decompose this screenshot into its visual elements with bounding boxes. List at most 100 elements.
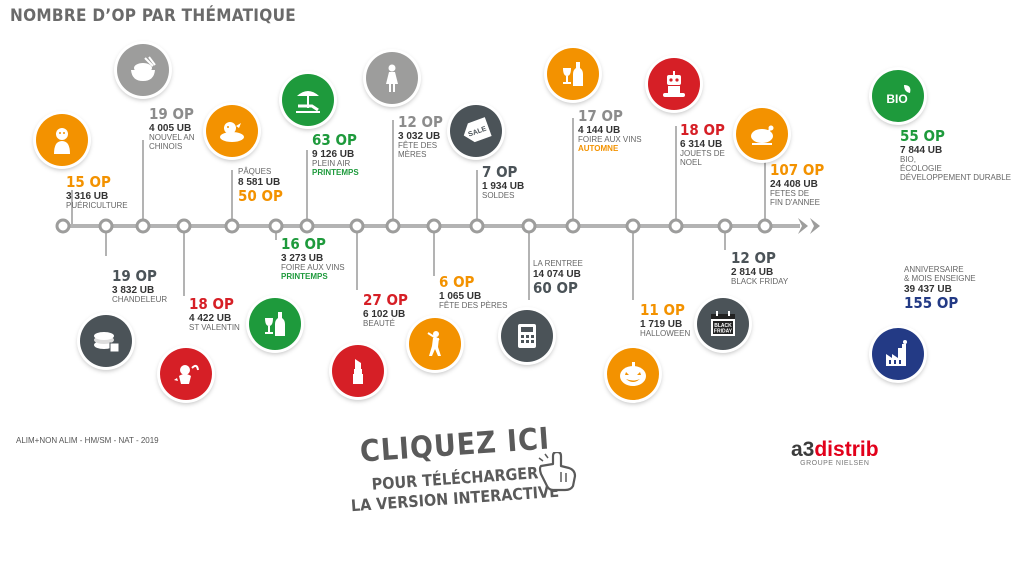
op-count: 50 OP: [238, 187, 283, 206]
op-count: 12 OP: [398, 113, 443, 131]
theme-halloween: 11 OP 1 719 UB HALLOWEEN: [640, 302, 690, 339]
theme-plein-air: 63 OP 9 126 UB PLEIN AIR PRINTEMPS: [312, 132, 359, 178]
logo-subtitle: GROUPE NIELSEN: [800, 460, 870, 467]
theme-label-2: MÈRES: [398, 149, 427, 159]
theme-label: PLEIN AIR: [312, 158, 351, 168]
op-count: 19 OP: [112, 267, 157, 285]
theme-chandeleur: 19 OP 3 832 UB CHANDELEUR: [112, 268, 167, 305]
theme-paques: PÂQUES 8 581 UB 50 OP: [238, 167, 283, 206]
theme-label-3: DÉVELOPPEMENT DURABLE: [900, 172, 1011, 182]
theme-puericulture: 15 OP 3 316 UB PUÉRICULTURE: [66, 174, 128, 211]
theme-rentree: LA RENTREE 14 074 UB 60 OP: [533, 259, 583, 298]
ub-count: 3 032 UB: [398, 130, 441, 142]
rice-bowl-icon[interactable]: [117, 44, 169, 96]
theme-anniversaire: ANNIVERSAIRE & MOIS ENSEIGNE 39 437 UB 1…: [904, 265, 976, 313]
theme-label: FOIRE AUX VINS: [281, 262, 345, 272]
op-count: 27 OP: [363, 291, 408, 309]
ub-count: 6 314 UB: [680, 138, 723, 150]
ub-count: 8 581 UB: [238, 176, 281, 188]
op-count: 55 OP: [900, 127, 945, 145]
theme-label-2: CHINOIS: [149, 141, 183, 151]
op-count: 11 OP: [640, 301, 685, 319]
robot-icon[interactable]: [648, 58, 700, 110]
theme-label-2: ÉCOLOGIE: [900, 163, 942, 173]
ub-count: 1 719 UB: [640, 318, 683, 330]
page-title: NOMBRE D’OP PAR THÉMATIQUE: [10, 6, 297, 26]
ub-count: 4 005 UB: [149, 122, 192, 134]
theme-label: FÊTE DES PÈRES: [439, 300, 508, 310]
a3distrib-logo: a3distrib GROUPE NIELSEN: [791, 438, 879, 467]
theme-foire-vins-printemps: 16 OP 3 273 UB FOIRE AUX VINS PRINTEMPS: [281, 236, 345, 282]
ub-count: 9 126 UB: [312, 148, 355, 160]
op-count: 7 OP: [482, 163, 518, 181]
ub-count: 2 814 UB: [731, 266, 774, 278]
golfer-icon[interactable]: [409, 318, 461, 370]
bio-badge-text: BIO: [886, 92, 907, 106]
theme-label: FOIRE AUX VINS: [578, 134, 642, 144]
ub-count: 3 273 UB: [281, 252, 324, 264]
logo-distrib: distrib: [814, 438, 879, 461]
op-count: 155 OP: [904, 294, 959, 313]
theme-label: JOUETS DE: [680, 148, 725, 158]
op-count: 63 OP: [312, 131, 357, 149]
calendar-text-1: BLACK: [714, 323, 732, 329]
roast-turkey-icon[interactable]: [736, 108, 788, 160]
theme-nouvel-an: 19 OP 4 005 UB NOUVEL AN CHINOIS: [149, 106, 195, 152]
theme-label: FÊTE DES: [398, 140, 438, 150]
logo-a3: a3: [791, 438, 815, 461]
op-count: 60 OP: [533, 279, 578, 298]
pointer-hand-icon[interactable]: [535, 452, 579, 492]
op-count: 12 OP: [731, 249, 776, 267]
theme-fete-peres: 6 OP 1 065 UB FÊTE DES PÈRES: [439, 274, 507, 311]
calendar-text-2: FRIDAY: [714, 329, 733, 335]
pumpkin-icon[interactable]: [607, 348, 659, 400]
ub-count: 7 844 UB: [900, 144, 943, 156]
woman-icon[interactable]: [366, 52, 418, 104]
crepes-icon[interactable]: [80, 315, 132, 367]
theme-label: BLACK FRIDAY: [731, 276, 789, 286]
calculator-icon[interactable]: [501, 310, 553, 362]
ub-count: 1 065 UB: [439, 290, 482, 302]
theme-st-valentin: 18 OP 4 422 UB ST VALENTIN: [189, 296, 240, 333]
theme-label: NOUVEL AN: [149, 132, 195, 142]
theme-sublabel: PRINTEMPS: [281, 271, 328, 281]
ub-count: 39 437 UB: [904, 283, 952, 295]
ub-count: 14 074 UB: [533, 268, 581, 280]
op-count: 16 OP: [281, 235, 326, 253]
source-footnote: ALIM+NON ALIM - HM/SM - NAT - 2019: [16, 436, 159, 445]
theme-label: CHANDELEUR: [112, 294, 168, 304]
beach-chair-icon[interactable]: [282, 74, 334, 126]
theme-black-friday: 12 OP 2 814 UB BLACK FRIDAY: [731, 250, 788, 287]
wine-icon[interactable]: [547, 48, 599, 100]
theme-label: HALLOWEEN: [640, 328, 691, 338]
op-count: 18 OP: [189, 295, 234, 313]
op-count: 17 OP: [578, 107, 623, 125]
op-count: 19 OP: [149, 105, 194, 123]
theme-label-2: FIN D'ANNEE: [770, 197, 820, 207]
theme-foire-vins-automne: 17 OP 4 144 UB FOIRE AUX VINS AUTOMNE: [578, 108, 642, 154]
ub-count: 6 102 UB: [363, 308, 406, 320]
ub-count: 3 832 UB: [112, 284, 155, 296]
sale-tag-icon[interactable]: SALE: [450, 105, 502, 157]
ub-count: 4 144 UB: [578, 124, 621, 136]
lipstick-icon[interactable]: [332, 345, 384, 397]
theme-label: SOLDES: [482, 190, 515, 200]
op-count: 107 OP: [770, 161, 825, 179]
op-count: 6 OP: [439, 273, 475, 291]
theme-sublabel: AUTOMNE: [578, 143, 619, 153]
wine-icon[interactable]: [249, 298, 301, 350]
theme-soldes: 7 OP 1 934 UB SOLDES: [482, 164, 524, 201]
baby-icon[interactable]: [36, 114, 88, 166]
theme-label: BIO,: [900, 154, 917, 164]
theme-jouets: 18 OP 6 314 UB JOUETS DE NOEL: [680, 122, 725, 168]
bio-leaf-icon[interactable]: BIO: [872, 70, 924, 122]
easter-hen-icon[interactable]: [206, 105, 258, 157]
theme-sublabel: PRINTEMPS: [312, 167, 359, 177]
cupid-icon[interactable]: [160, 348, 212, 400]
theme-label: BEAUTÉ: [363, 318, 396, 328]
theme-label-2: & MOIS ENSEIGNE: [904, 273, 976, 283]
op-count: 18 OP: [680, 121, 725, 139]
factory-icon[interactable]: [872, 328, 924, 380]
